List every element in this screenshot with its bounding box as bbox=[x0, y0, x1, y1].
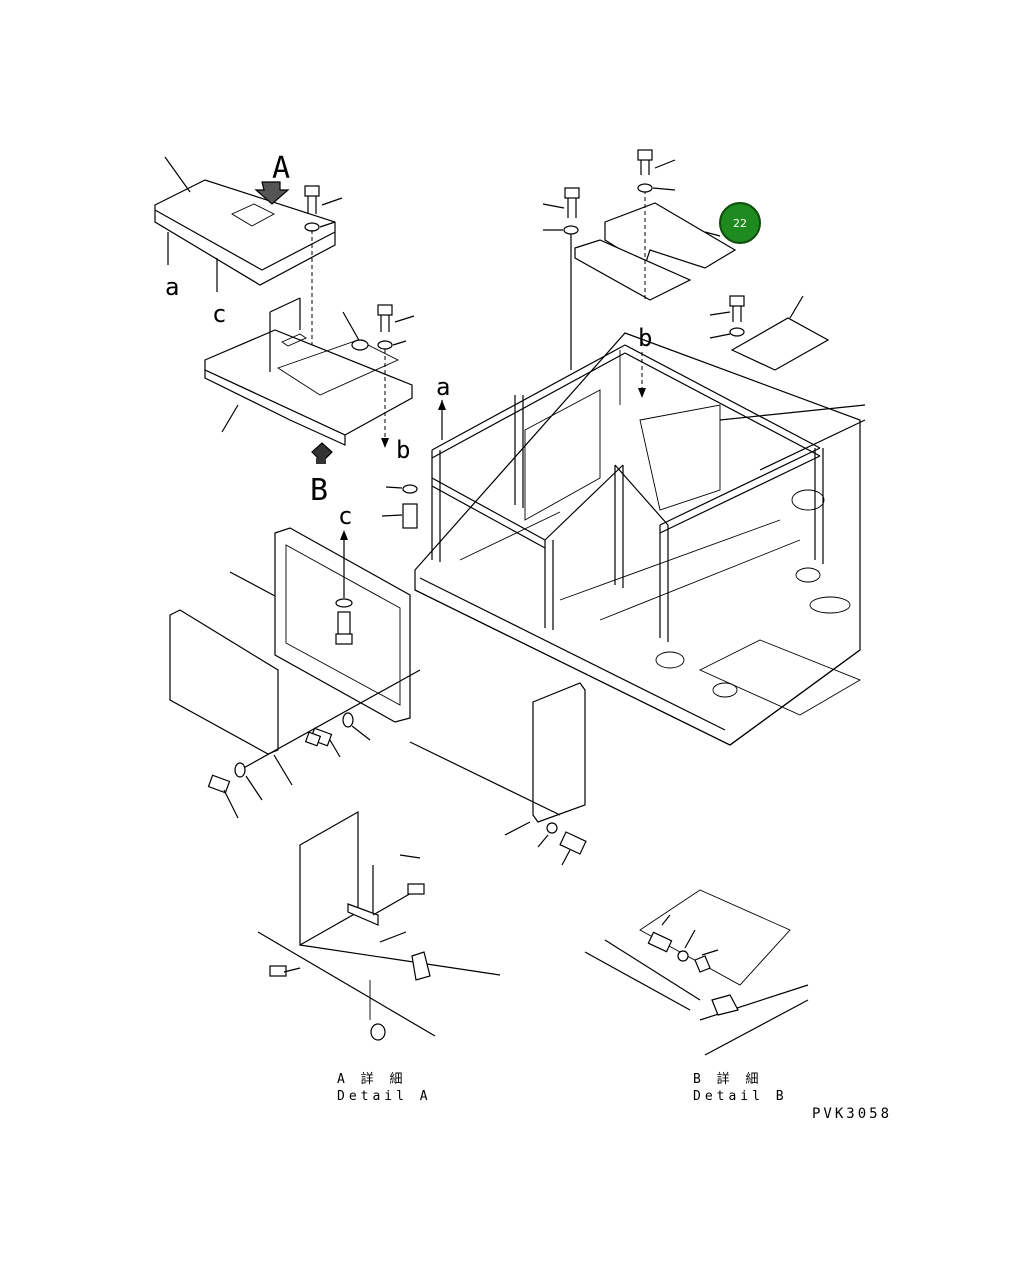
view-label-B: B bbox=[310, 473, 328, 508]
view-arrow-A bbox=[254, 181, 290, 205]
top-plate-right bbox=[709, 295, 830, 371]
callout-22[interactable]: 22 bbox=[719, 202, 761, 244]
detail-b-title: B 詳 細 bbox=[693, 1071, 762, 1087]
frame-arrows bbox=[381, 352, 646, 529]
view-label-b-mid: b bbox=[396, 436, 410, 464]
detail-a-subtitle: Detail A bbox=[337, 1089, 432, 1104]
top-plate-upper bbox=[574, 190, 737, 301]
callout-number: 22 bbox=[733, 217, 747, 230]
view-arrow-B bbox=[311, 442, 333, 464]
bracket-panel bbox=[409, 682, 587, 866]
bolt-group-top bbox=[304, 185, 343, 420]
view-label-A: A bbox=[272, 151, 290, 186]
view-label-b-right: b bbox=[638, 324, 652, 352]
side-panel bbox=[229, 527, 411, 723]
bolt-group-lower-left bbox=[207, 712, 371, 819]
view-label-c-top: c bbox=[212, 300, 226, 328]
drawing-code: PVK3058 bbox=[812, 1106, 892, 1122]
seat-base bbox=[204, 297, 413, 446]
view-label-c-mid: c bbox=[338, 502, 352, 530]
detail-b-drawing bbox=[584, 889, 809, 1056]
detail-a-title: A 詳 細 bbox=[337, 1071, 406, 1087]
main-frame bbox=[414, 332, 866, 746]
view-label-a-mid: a bbox=[436, 373, 450, 401]
rear-panel bbox=[169, 609, 421, 771]
top-cover bbox=[154, 156, 336, 292]
bolt-group-middle bbox=[377, 304, 415, 448]
detail-a-drawing bbox=[257, 810, 501, 1041]
bolt-group-top-right bbox=[542, 149, 676, 370]
detail-b-subtitle: Detail B bbox=[693, 1089, 788, 1104]
view-label-a-top: a bbox=[165, 273, 179, 301]
